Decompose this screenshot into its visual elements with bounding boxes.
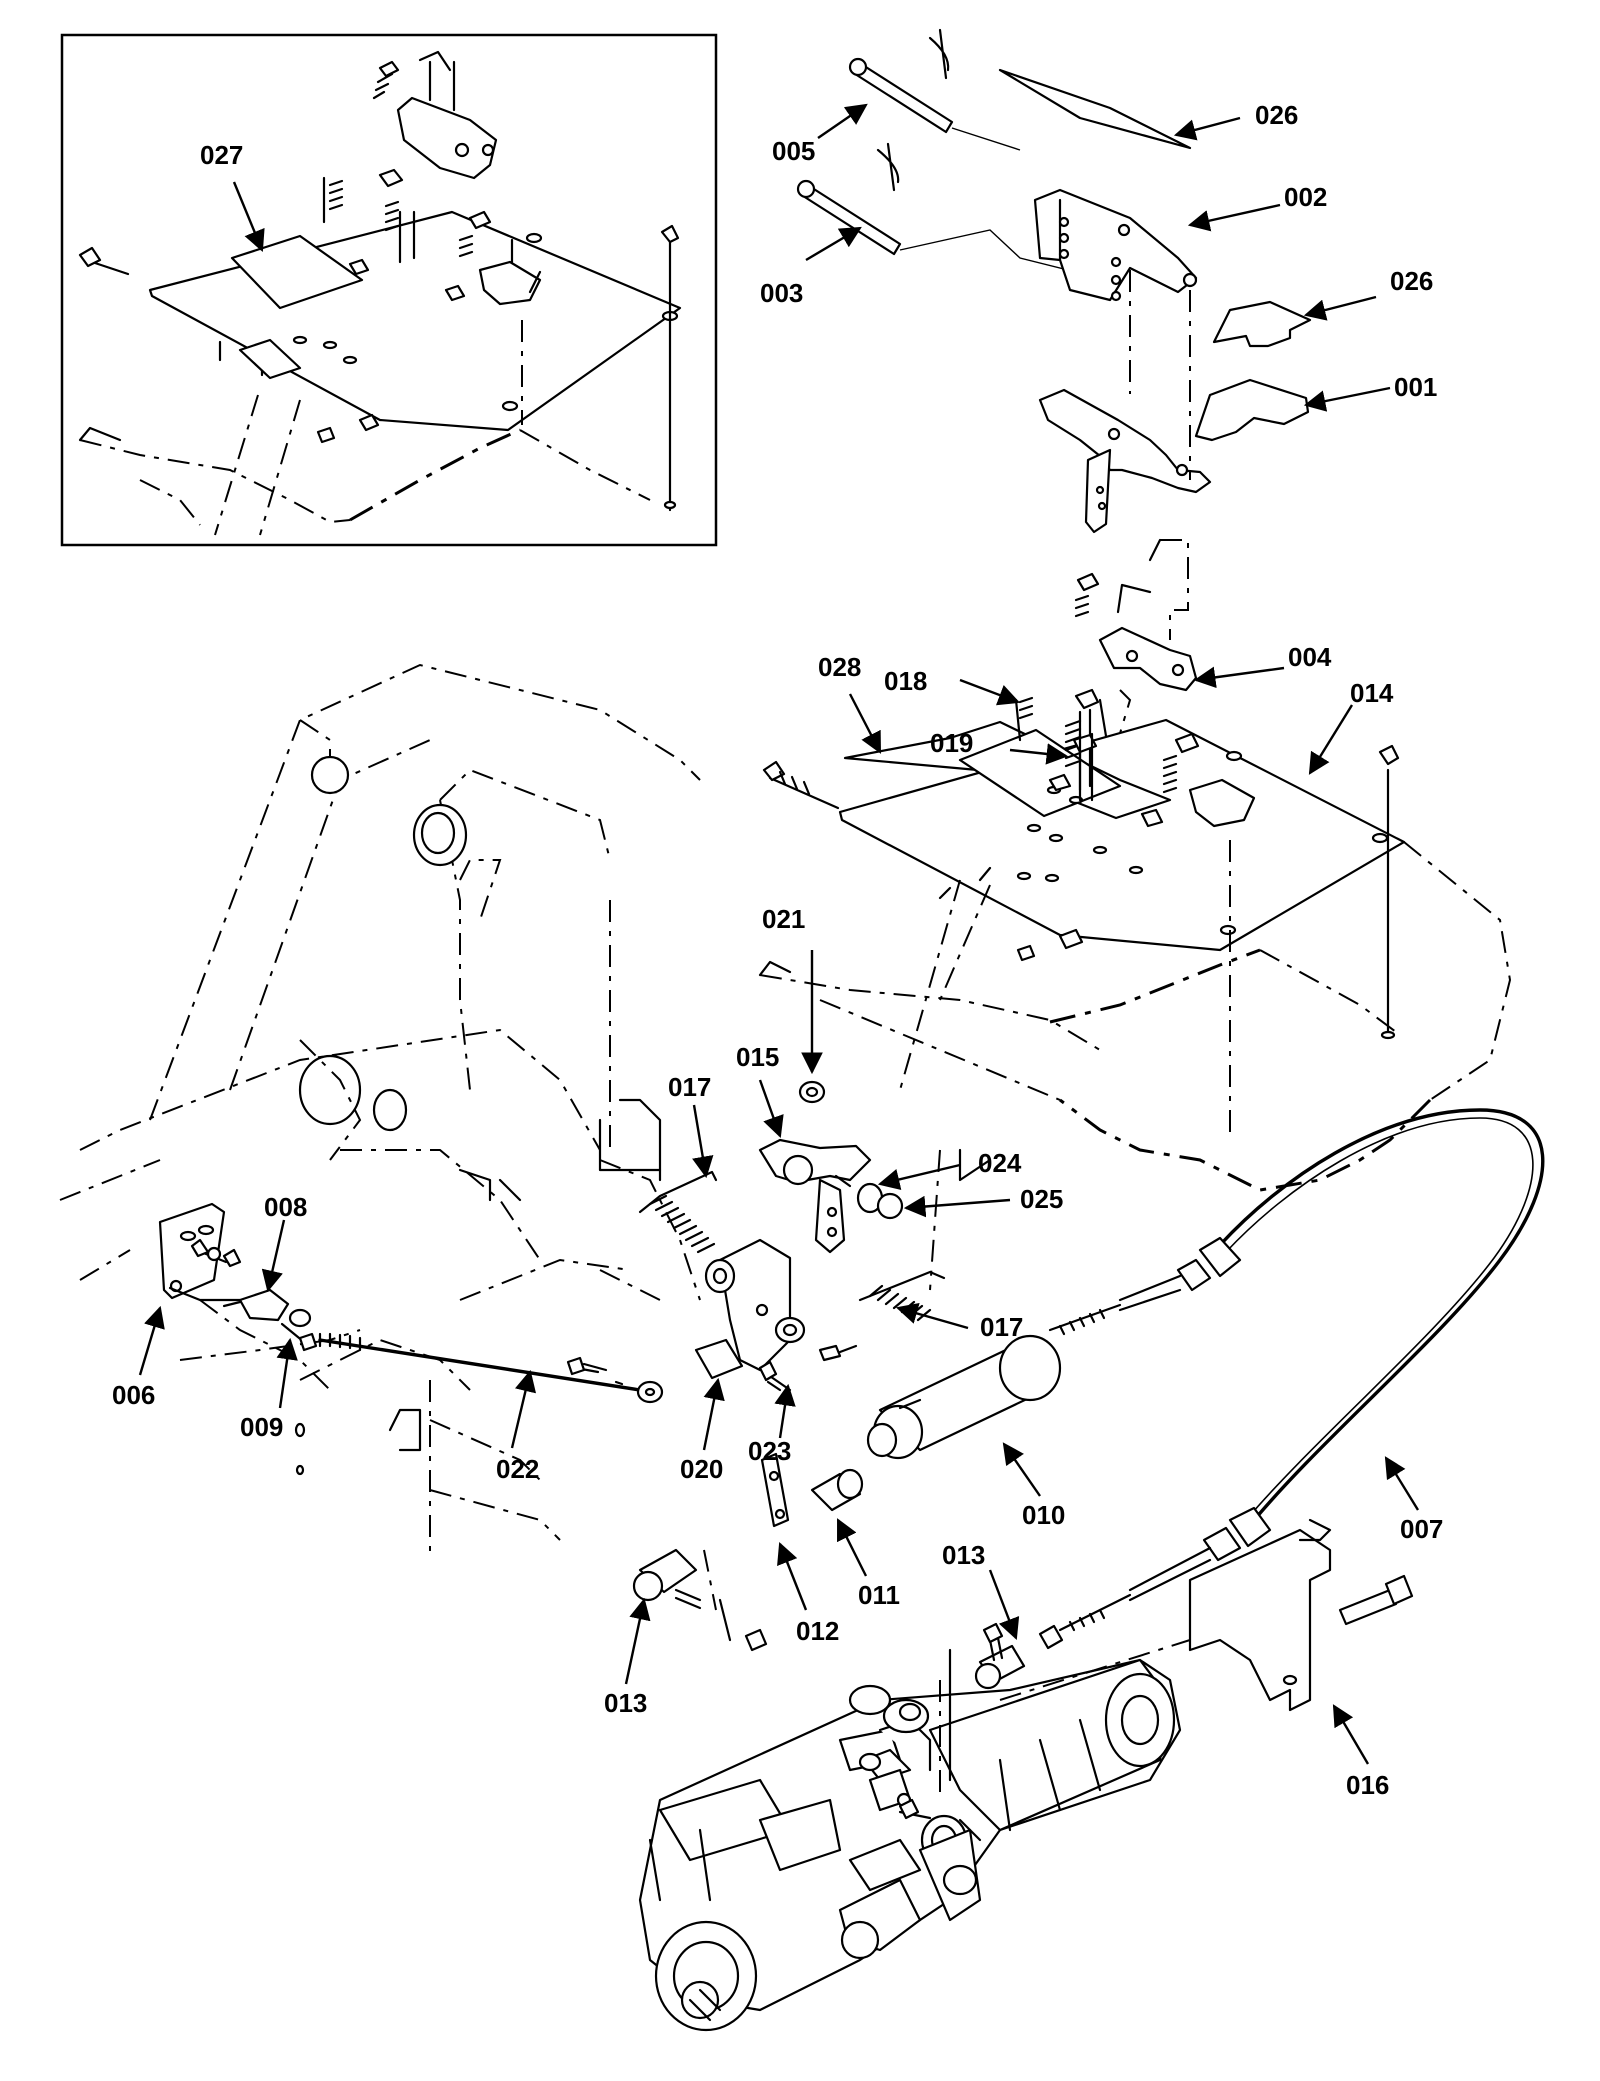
linkage-parts — [158, 1080, 946, 1476]
callout-leaders — [138, 103, 1420, 1765]
callout-017-lower: 017 — [980, 1312, 1023, 1342]
throttle-cable-parts — [632, 1108, 1545, 1712]
callout-008: 008 — [264, 1192, 307, 1222]
callout-003: 003 — [760, 278, 803, 308]
callout-023: 023 — [748, 1436, 791, 1466]
callout-021: 021 — [762, 904, 805, 934]
floor-plate-assembly — [758, 688, 1512, 1192]
callout-015: 015 — [736, 1042, 779, 1072]
callout-labels: 026 005 002 003 026 001 027 004 028 018 … — [112, 100, 1443, 1800]
callout-014: 014 — [1350, 678, 1394, 708]
callout-004: 004 — [1288, 642, 1332, 672]
callout-009: 009 — [240, 1412, 283, 1442]
hydraulic-pump — [638, 1639, 1191, 2032]
callout-002: 002 — [1284, 182, 1327, 212]
callout-017-upper: 017 — [668, 1072, 711, 1102]
callout-026-lower: 026 — [1390, 266, 1433, 296]
callout-012: 012 — [796, 1616, 839, 1646]
callout-025: 025 — [1020, 1184, 1063, 1214]
callout-024: 024 — [978, 1148, 1022, 1178]
callout-020: 020 — [680, 1454, 723, 1484]
callout-016: 016 — [1346, 1770, 1389, 1800]
callout-011: 011 — [858, 1580, 900, 1610]
callout-018: 018 — [884, 666, 927, 696]
callout-019: 019 — [930, 728, 973, 758]
callout-013-lower: 013 — [604, 1688, 647, 1718]
callout-027: 027 — [200, 140, 243, 170]
callout-028: 028 — [818, 652, 861, 682]
callout-013-upper: 013 — [942, 1540, 985, 1570]
callout-001: 001 — [1394, 372, 1437, 402]
pedal-assembly — [796, 28, 1312, 801]
callout-005: 005 — [772, 136, 815, 166]
callout-022: 022 — [496, 1454, 539, 1484]
machine-frame-outline — [59, 663, 992, 1560]
callout-010: 010 — [1022, 1500, 1065, 1530]
callout-007: 007 — [1400, 1514, 1443, 1544]
callout-006: 006 — [112, 1380, 155, 1410]
inset-detail-view — [60, 33, 718, 547]
callout-026-top: 026 — [1255, 100, 1298, 130]
